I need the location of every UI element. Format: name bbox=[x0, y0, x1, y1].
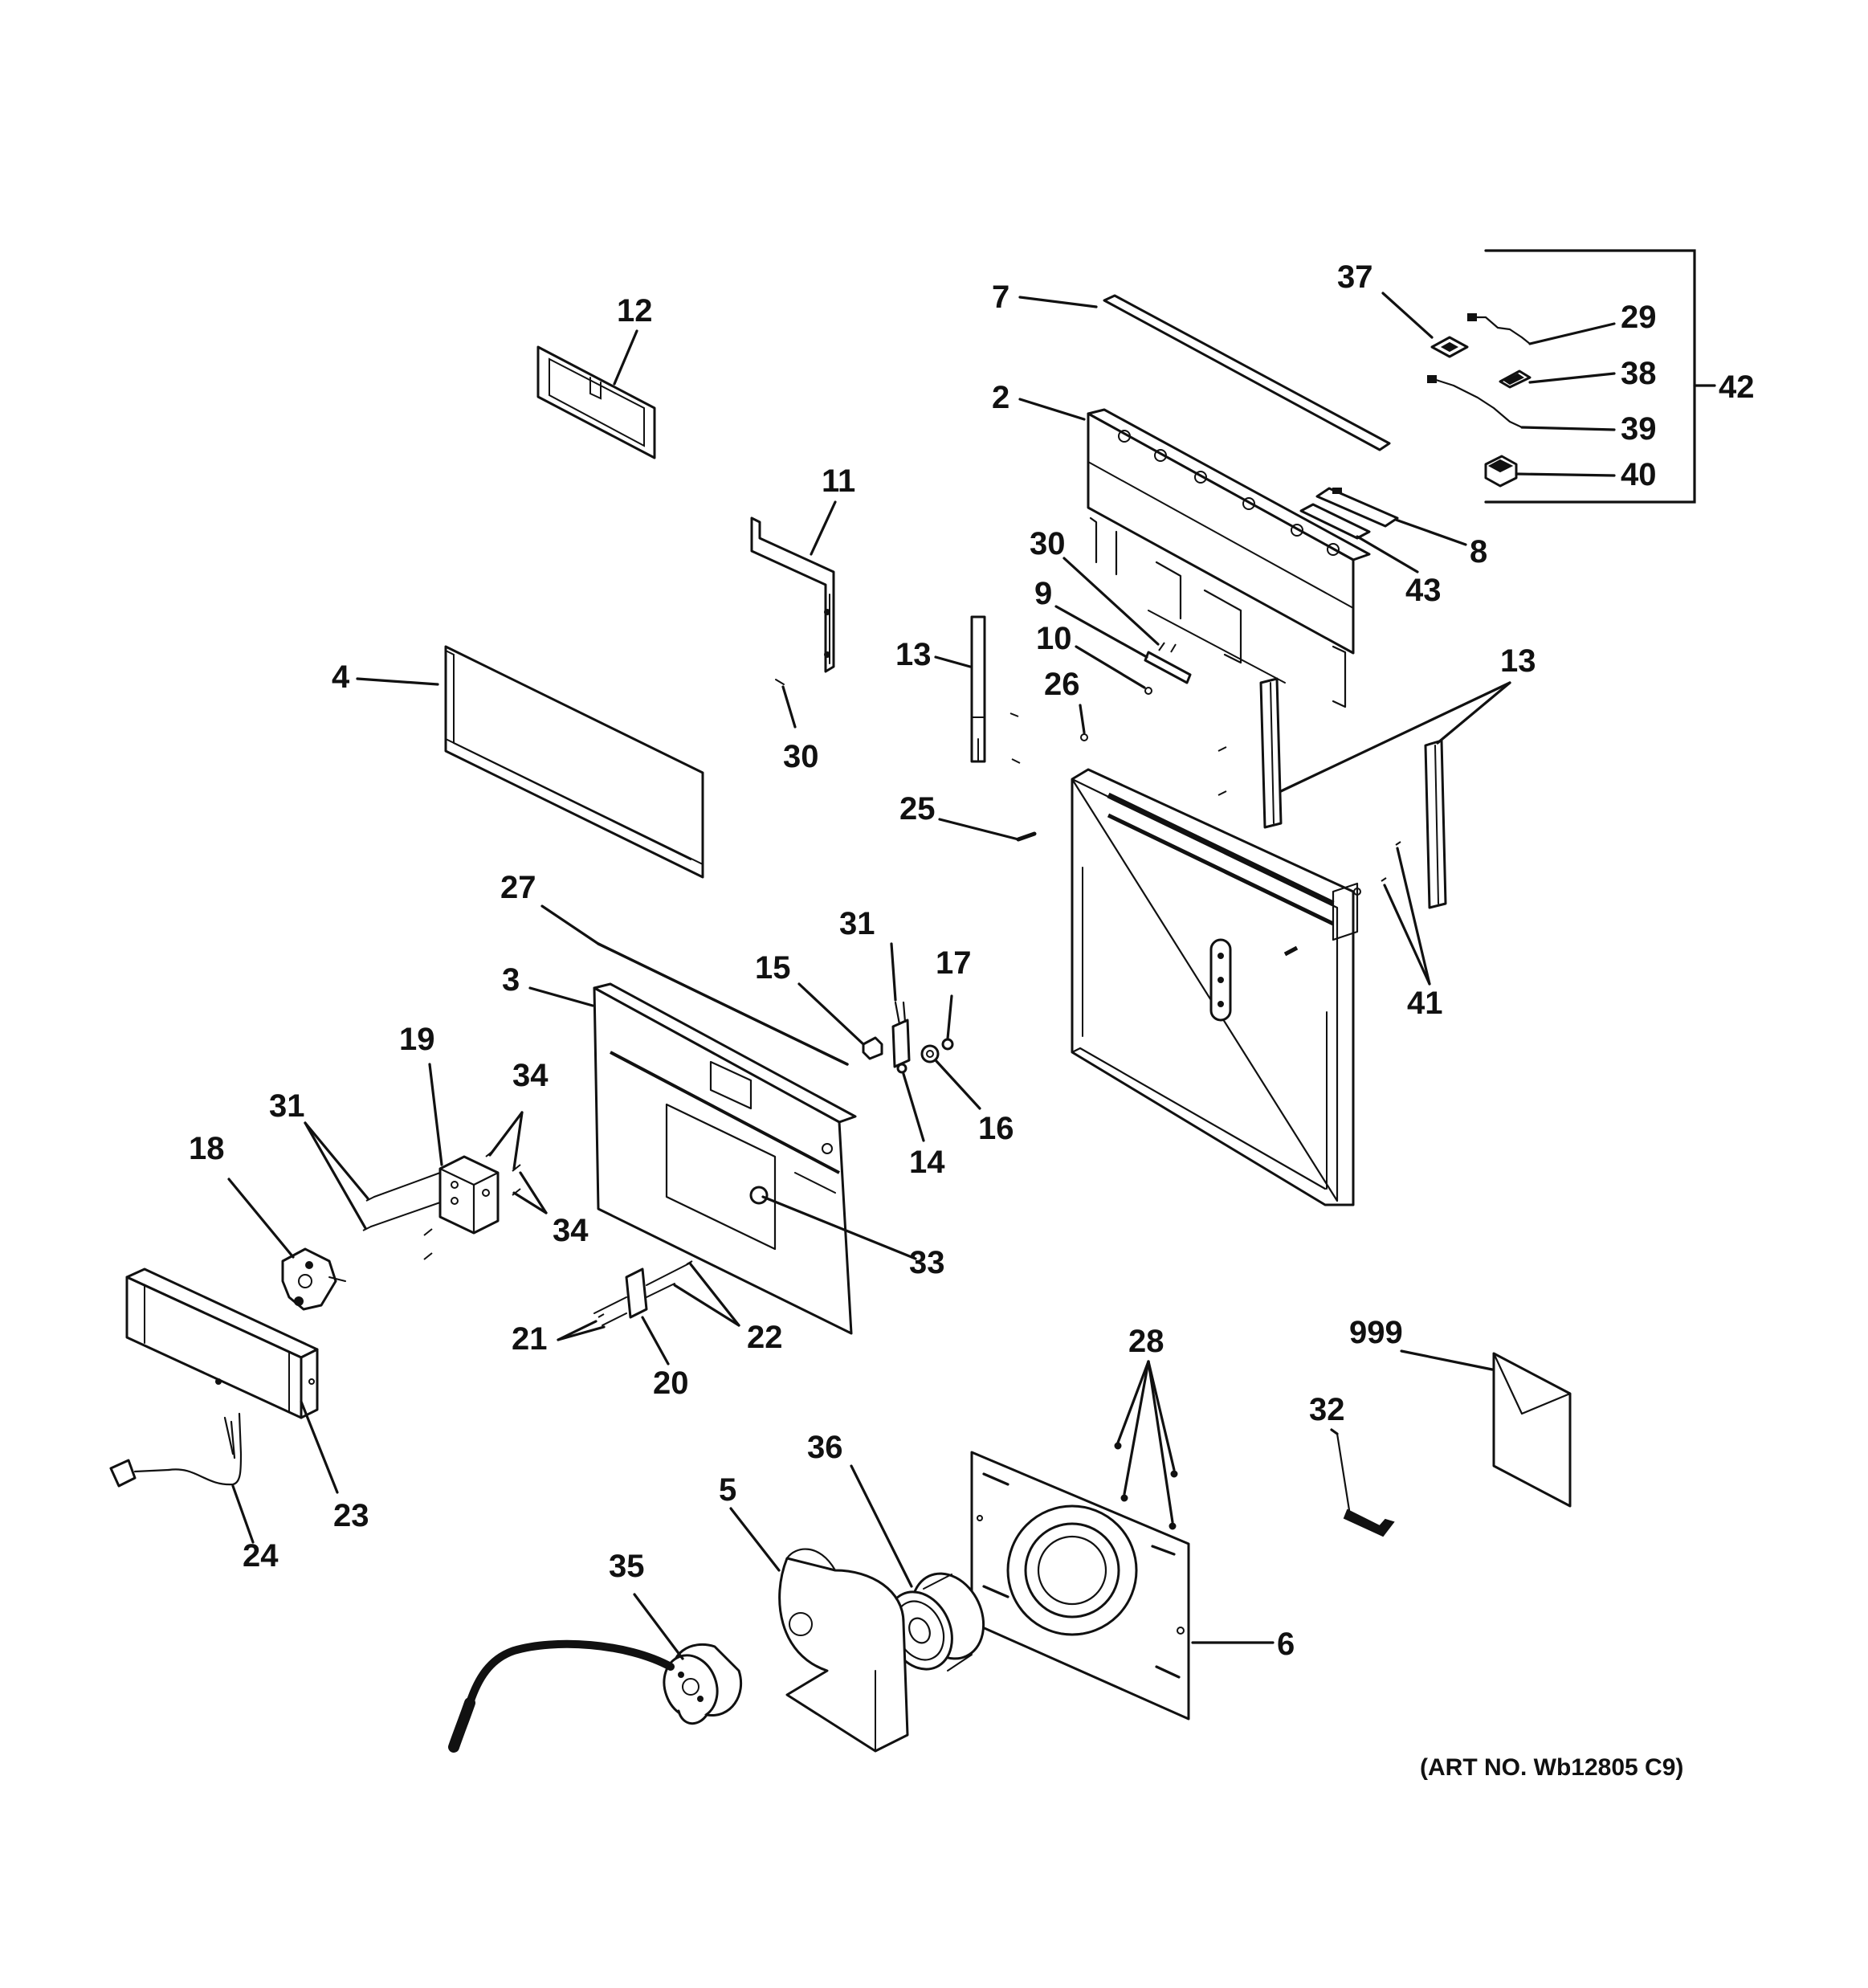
callout-40: 40 bbox=[1621, 457, 1657, 492]
callout-36: 36 bbox=[807, 1430, 843, 1465]
part-15-clip bbox=[862, 1036, 883, 1060]
part-35-motor-cable bbox=[448, 1639, 675, 1753]
part-13-right-rail-b bbox=[1424, 739, 1447, 909]
part-32-cable-tie bbox=[1336, 1432, 1395, 1537]
callout-29: 29 bbox=[1621, 300, 1657, 335]
callout-34-top: 34 bbox=[512, 1058, 549, 1093]
part-23-junction-box bbox=[125, 1268, 319, 1419]
callout-labels: 12 11 4 7 2 37 29 38 42 39 40 8 43 30 9 … bbox=[189, 259, 1755, 1781]
part-10-latch bbox=[1144, 687, 1152, 695]
part-main-housing bbox=[1071, 768, 1359, 1206]
part-22-screws bbox=[646, 1260, 693, 1298]
part-37-switch-pad bbox=[1430, 336, 1469, 358]
callout-5: 5 bbox=[719, 1472, 736, 1508]
callout-30-left: 30 bbox=[783, 739, 819, 774]
callout-39: 39 bbox=[1621, 411, 1657, 447]
part-11-bracket bbox=[750, 516, 835, 685]
part-35-motor bbox=[663, 1643, 743, 1725]
callout-35: 35 bbox=[609, 1549, 645, 1584]
part-27-strip bbox=[597, 942, 849, 1066]
part-4-front-panel bbox=[444, 645, 704, 879]
part-30-screws bbox=[1158, 642, 1177, 653]
kit-42-bracket bbox=[1484, 249, 1716, 504]
part-3-back-panel bbox=[593, 982, 857, 1335]
callout-10: 10 bbox=[1036, 621, 1072, 656]
callout-3: 3 bbox=[502, 962, 520, 998]
part-20-bracket bbox=[625, 1268, 648, 1319]
callout-33: 33 bbox=[909, 1245, 945, 1280]
callout-13-left: 13 bbox=[895, 637, 932, 672]
callout-41: 41 bbox=[1407, 986, 1443, 1021]
callout-13-right: 13 bbox=[1500, 643, 1536, 679]
callout-22: 22 bbox=[747, 1320, 783, 1355]
callout-4: 4 bbox=[332, 659, 350, 695]
art-number: (ART NO. Wb12805 C9) bbox=[1420, 1754, 1683, 1781]
part-13-right-rail-a bbox=[1259, 677, 1283, 829]
callout-6: 6 bbox=[1277, 1627, 1295, 1662]
callout-23: 23 bbox=[333, 1498, 369, 1533]
callout-38: 38 bbox=[1621, 356, 1657, 391]
callout-32: 32 bbox=[1309, 1392, 1345, 1427]
callout-9: 9 bbox=[1034, 576, 1052, 611]
part-18-terminal-block bbox=[281, 1247, 346, 1311]
part-31-screws-left bbox=[362, 1172, 441, 1231]
part-5-blower-housing bbox=[778, 1548, 909, 1753]
part-14-switch bbox=[891, 1001, 911, 1074]
callout-37: 37 bbox=[1337, 259, 1373, 295]
callout-7: 7 bbox=[992, 280, 1009, 315]
callout-14: 14 bbox=[909, 1145, 945, 1180]
callout-42: 42 bbox=[1719, 369, 1755, 405]
callout-27: 27 bbox=[500, 870, 536, 905]
part-41-screws bbox=[1353, 841, 1401, 896]
callout-28: 28 bbox=[1128, 1324, 1164, 1359]
callout-31-left: 31 bbox=[269, 1088, 305, 1124]
callout-21: 21 bbox=[512, 1321, 548, 1357]
callout-25: 25 bbox=[899, 791, 936, 827]
part-fasteners-center bbox=[1009, 712, 1227, 796]
callout-24: 24 bbox=[243, 1538, 279, 1574]
part-2-top-chassis bbox=[1087, 408, 1371, 708]
callout-15: 15 bbox=[755, 950, 791, 986]
callout-11: 11 bbox=[822, 463, 855, 499]
part-28-screws bbox=[1114, 1442, 1178, 1530]
part-39-wire-harness bbox=[1427, 375, 1523, 429]
callout-8: 8 bbox=[1470, 534, 1487, 569]
callout-26: 26 bbox=[1044, 667, 1080, 702]
part-9-bracket bbox=[1144, 651, 1192, 684]
callout-12: 12 bbox=[617, 293, 653, 329]
part-24-power-cord bbox=[109, 1378, 243, 1488]
leader-lines bbox=[227, 292, 1616, 1660]
part-16-knob bbox=[920, 1044, 940, 1063]
part-38-clip bbox=[1499, 369, 1532, 389]
part-40-connector bbox=[1484, 455, 1518, 488]
callout-16: 16 bbox=[978, 1111, 1014, 1146]
callout-43: 43 bbox=[1405, 573, 1442, 608]
callout-999: 999 bbox=[1349, 1315, 1403, 1350]
callout-34-bottom: 34 bbox=[553, 1213, 589, 1248]
part-6-mounting-plate bbox=[970, 1451, 1190, 1721]
part-999-manual bbox=[1492, 1352, 1572, 1508]
callout-19: 19 bbox=[399, 1022, 435, 1057]
part-8-control-board bbox=[1299, 487, 1399, 540]
part-7-trim-strip bbox=[1103, 294, 1391, 451]
callout-30-center: 30 bbox=[1030, 526, 1066, 561]
callout-18: 18 bbox=[189, 1131, 225, 1166]
part-25-pin bbox=[1016, 831, 1037, 842]
callout-31-center: 31 bbox=[839, 906, 875, 941]
callout-20: 20 bbox=[653, 1365, 689, 1401]
part-13-left-rail bbox=[970, 615, 986, 763]
part-17-screw bbox=[941, 1038, 954, 1051]
part-19-bracket bbox=[438, 1155, 500, 1235]
part-12-filter-frame bbox=[536, 345, 656, 459]
part-21-screws bbox=[593, 1296, 627, 1326]
part-29-wire-harness bbox=[1467, 313, 1532, 345]
callout-17: 17 bbox=[936, 945, 972, 981]
callout-2: 2 bbox=[992, 380, 1009, 415]
